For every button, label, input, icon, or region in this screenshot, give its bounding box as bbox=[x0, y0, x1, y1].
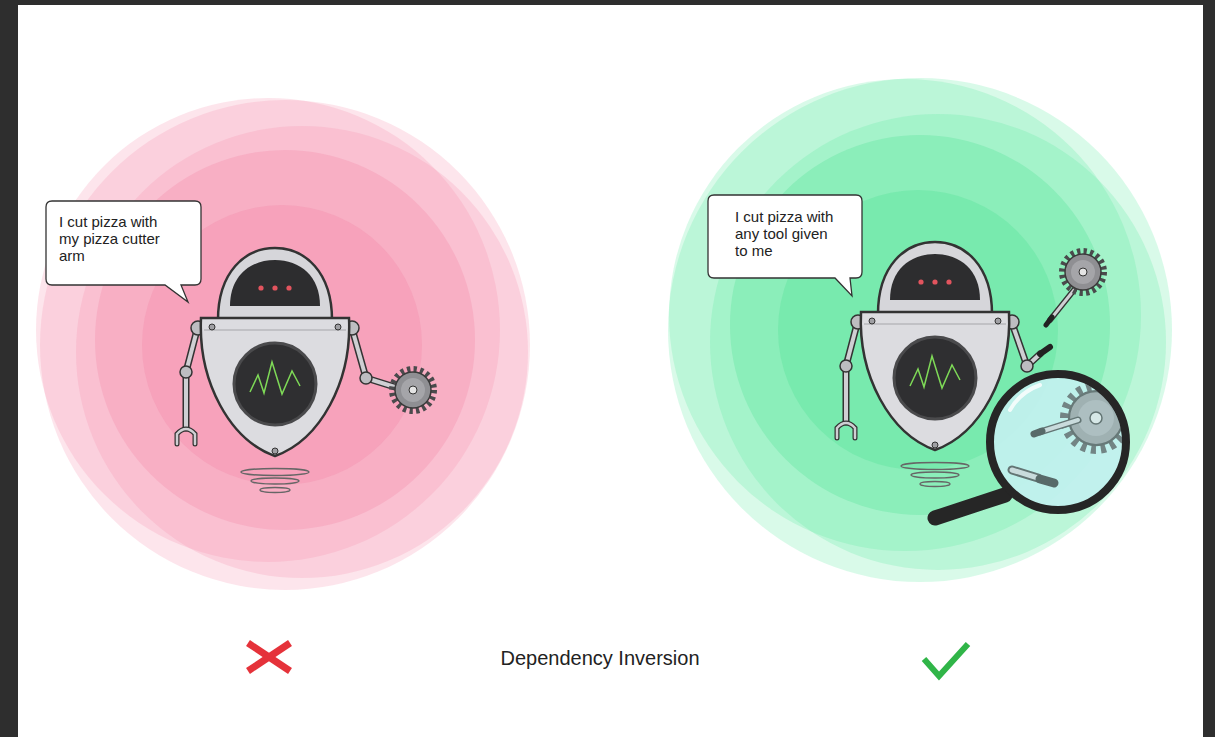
pizza-cutter-arm bbox=[393, 370, 433, 410]
robot bbox=[177, 248, 359, 493]
robot-fixed-tool bbox=[177, 248, 433, 493]
pink-blob bbox=[36, 98, 530, 590]
bubble-text: I cut pizza with my pizza cutter arm bbox=[59, 213, 163, 264]
tool-socket bbox=[1040, 347, 1050, 354]
magnified-view bbox=[990, 374, 1126, 510]
arm-outline bbox=[353, 332, 366, 378]
bubble-shape bbox=[708, 195, 862, 296]
speech-bubble: I cut pizza with any tool given to me bbox=[708, 195, 862, 298]
principle-caption: Dependency Inversion bbox=[400, 646, 800, 670]
page-background bbox=[18, 5, 1203, 737]
wrong-mark bbox=[248, 643, 290, 671]
blob-layer bbox=[710, 114, 1166, 570]
elbow-joint bbox=[360, 372, 372, 384]
bubble-shape bbox=[46, 201, 201, 302]
elbow-joint bbox=[1021, 360, 1033, 372]
cross-stroke bbox=[248, 643, 290, 671]
blob-layer bbox=[669, 79, 1141, 551]
magnifier bbox=[935, 374, 1126, 518]
blob-layer bbox=[76, 126, 528, 578]
upper-arm bbox=[353, 332, 366, 378]
blob-layer bbox=[668, 78, 1172, 582]
magnifier-handle bbox=[935, 495, 1005, 518]
speech-bubble: I cut pizza with my pizza cutter arm bbox=[46, 201, 201, 304]
right-mark bbox=[924, 644, 968, 676]
tool-tip bbox=[1046, 317, 1052, 325]
magnifier-lens bbox=[990, 374, 1126, 510]
pizza-cutter-tool bbox=[1063, 252, 1103, 292]
magnifier-ring bbox=[990, 374, 1126, 510]
cross-stroke bbox=[248, 643, 290, 671]
lens-tint bbox=[990, 374, 1126, 510]
green-blob bbox=[668, 78, 1172, 582]
bubble-text: I cut pizza with any tool given to me bbox=[735, 208, 839, 259]
